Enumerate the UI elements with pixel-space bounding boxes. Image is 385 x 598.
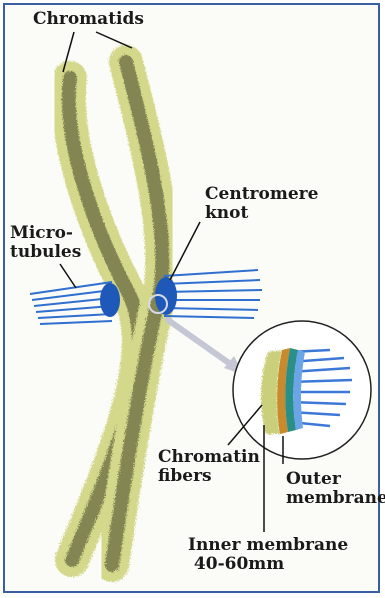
magnified-inset bbox=[233, 321, 371, 459]
zoom-arrow bbox=[168, 320, 244, 375]
left-microtubules bbox=[30, 282, 112, 324]
label-inner-membrane: Inner membrane 40-60mm bbox=[188, 536, 348, 574]
label-chromatids: Chromatids bbox=[33, 10, 144, 29]
label-chromatin-fibers: Chromatin fibers bbox=[158, 448, 260, 486]
leader-chromatids-right bbox=[96, 32, 132, 48]
label-centromere-knot: Centromere knot bbox=[205, 185, 318, 223]
label-outer-membrane: Outer membrane bbox=[286, 470, 385, 508]
leader-microtubules bbox=[60, 264, 76, 288]
left-kinetochore bbox=[100, 283, 120, 317]
label-microtubules: Micro- tubules bbox=[10, 224, 81, 262]
